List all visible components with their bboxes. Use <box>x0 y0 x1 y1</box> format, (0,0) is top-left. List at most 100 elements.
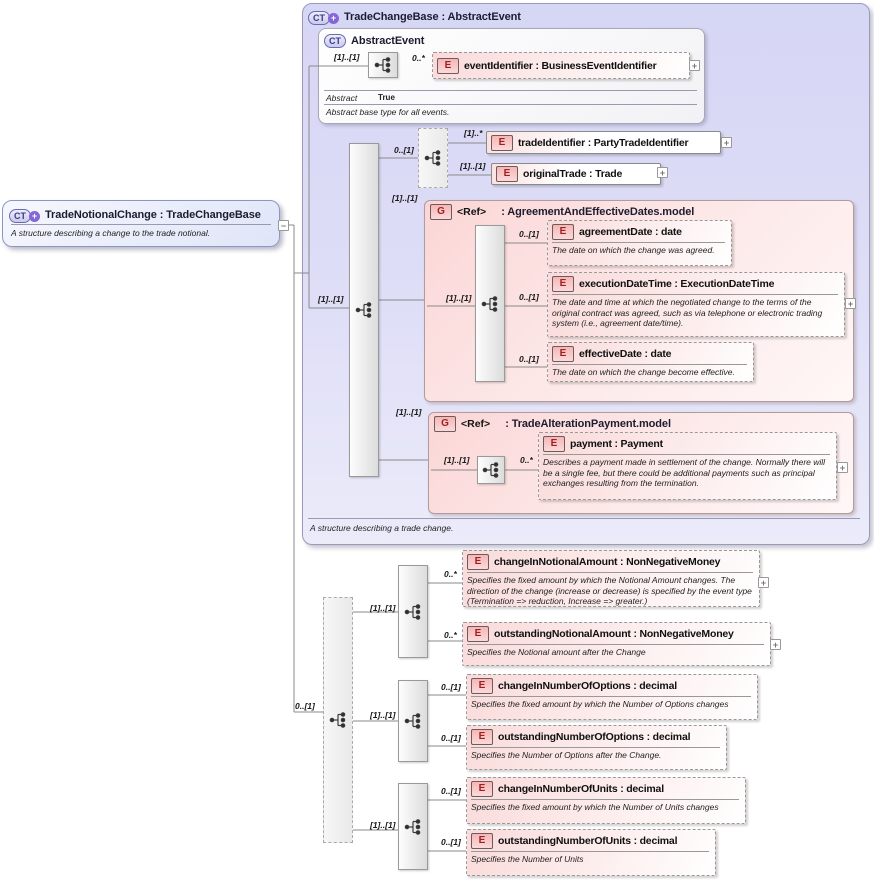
cardinality-label: 0..[1] <box>394 145 414 155</box>
element-icon: E <box>552 224 574 240</box>
expand-handle[interactable]: + <box>721 137 732 148</box>
cardinality-label: 0..* <box>520 455 533 465</box>
element-executionDateTime[interactable]: E executionDateTime : ExecutionDateTime … <box>547 272 845 337</box>
sequence-icon <box>368 52 398 78</box>
cardinality-label: [1]..* <box>464 128 483 138</box>
base-box-title: TradeChangeBase : AbstractEvent <box>344 11 521 23</box>
element-icon: E <box>437 57 459 74</box>
sequence-icon <box>477 456 505 484</box>
group-ref: <Ref> <box>461 418 491 430</box>
cardinality-label: 0..* <box>412 53 425 63</box>
element-originalTrade[interactable]: E originalTrade : Trade <box>491 163 661 185</box>
element-label: eventIdentifier : BusinessEventIdentifie… <box>464 59 657 72</box>
cardinality-label: [1]..[1] <box>318 294 344 304</box>
divider <box>467 644 764 645</box>
element-icon: E <box>471 678 493 694</box>
element-annotation: Specifies the fixed amount by which the … <box>467 575 752 606</box>
element-eventIdentifier[interactable]: E eventIdentifier : BusinessEventIdentif… <box>432 52 690 79</box>
cardinality-label: 0..[1] <box>519 229 539 239</box>
cardinality-label: [1]..[1] <box>334 52 360 62</box>
collapse-handle[interactable]: − <box>278 220 289 231</box>
cardinality-label: [1]..[1] <box>370 710 396 720</box>
cardinality-label: 0..[1] <box>441 733 461 743</box>
complex-type-box-TradeNotionalChange[interactable]: CT+ TradeNotionalChange : TradeChangeBas… <box>2 200 280 247</box>
divider <box>552 364 747 365</box>
cardinality-label: 0..* <box>444 569 457 579</box>
element-label: originalTrade : Trade <box>523 168 623 180</box>
cardinality-label: 0..[1] <box>441 786 461 796</box>
group-ref: <Ref> <box>457 206 487 218</box>
divider <box>552 294 838 295</box>
element-label: changeInNumberOfUnits : decimal <box>498 783 664 795</box>
element-annotation: Specifies the fixed amount by which the … <box>471 699 729 709</box>
element-label: changeInNotionalAmount : NonNegativeMone… <box>494 556 721 568</box>
cardinality-label: 0..[1] <box>441 682 461 692</box>
element-annotation: The date on which the change become effe… <box>552 367 735 377</box>
cardinality-label: [1]..[1] <box>444 455 470 465</box>
cardinality-label: [1]..[1] <box>392 193 418 203</box>
element-outstandingNumberOfUnits[interactable]: E outstandingNumberOfUnits : decimal Spe… <box>466 829 716 876</box>
element-label: outstandingNumberOfUnits : decimal <box>498 835 678 847</box>
element-effectiveDate[interactable]: E effectiveDate : date The date on which… <box>547 342 754 382</box>
abstract-event-title: AbstractEvent <box>351 35 425 47</box>
sequence-icon <box>398 783 428 870</box>
expand-handle[interactable]: + <box>837 462 848 473</box>
element-label: effectiveDate : date <box>579 348 672 360</box>
divider <box>471 747 720 748</box>
complex-type-icon: CT+ <box>9 206 40 224</box>
element-payment[interactable]: E payment : Payment Describes a payment … <box>538 432 837 500</box>
element-label: agreementDate : date <box>579 226 682 238</box>
element-annotation: Specifies the Notional amount after the … <box>467 647 646 657</box>
divider <box>467 572 753 573</box>
sequence-icon <box>349 143 379 477</box>
element-agreementDate[interactable]: E agreementDate : date The date on which… <box>547 220 732 266</box>
divider <box>324 104 697 105</box>
cardinality-label: [1]..[1] <box>370 820 396 830</box>
element-changeInNumberOfOptions[interactable]: E changeInNumberOfOptions : decimal Spec… <box>466 674 758 720</box>
element-icon: E <box>471 833 493 849</box>
divider <box>543 454 830 455</box>
group-title: : TradeAlterationPayment.model <box>505 418 671 430</box>
group-icon: G <box>430 204 452 220</box>
element-label: tradeIdentifier : PartyTradeIdentifier <box>518 136 689 149</box>
complex-type-icon: CT <box>324 34 346 48</box>
element-annotation: Specifies the fixed amount by which the … <box>471 802 719 812</box>
property-value: True <box>378 93 395 102</box>
divider <box>552 242 725 243</box>
element-icon: E <box>552 276 574 292</box>
cardinality-label: 0..[1] <box>519 354 539 364</box>
expand-handle[interactable]: + <box>770 639 781 650</box>
element-icon: E <box>471 781 493 797</box>
divider <box>471 851 709 852</box>
element-annotation: The date and time at which the negotiate… <box>552 297 823 328</box>
cardinality-label: 0..[1] <box>519 292 539 302</box>
root-annotation: A structure describing a change to the t… <box>11 228 211 238</box>
cardinality-label: [1]..[1] <box>460 161 486 171</box>
element-label: changeInNumberOfOptions : decimal <box>498 680 677 692</box>
element-annotation: The date on which the change was agreed. <box>552 245 715 255</box>
cardinality-label: 0..* <box>444 630 457 640</box>
element-icon: E <box>467 626 489 642</box>
expand-handle[interactable]: + <box>689 60 700 71</box>
expand-handle[interactable]: + <box>845 298 856 309</box>
element-tradeIdentifier[interactable]: E tradeIdentifier : PartyTradeIdentifier <box>486 131 721 154</box>
divider <box>471 696 751 697</box>
element-outstandingNotionalAmount[interactable]: E outstandingNotionalAmount : NonNegativ… <box>462 622 771 666</box>
cardinality-label: 0..[1] <box>295 701 315 711</box>
element-label: payment : Payment <box>570 438 663 450</box>
element-changeInNumberOfUnits[interactable]: E changeInNumberOfUnits : decimal Specif… <box>466 777 746 824</box>
divider <box>11 224 271 225</box>
sequence-icon <box>398 565 428 658</box>
element-outstandingNumberOfOptions[interactable]: E outstandingNumberOfOptions : decimal S… <box>466 725 727 770</box>
element-icon: E <box>552 346 574 362</box>
expand-handle[interactable]: + <box>758 577 769 588</box>
element-icon: E <box>467 554 489 570</box>
element-annotation: Specifies the Number of Options after th… <box>471 750 662 760</box>
cardinality-label: 0..[1] <box>441 837 461 847</box>
expand-handle[interactable]: + <box>657 167 668 178</box>
element-label: outstandingNotionalAmount : NonNegativeM… <box>494 628 734 640</box>
group-icon: G <box>434 416 456 432</box>
cardinality-label: [1]..[1] <box>396 407 422 417</box>
element-icon: E <box>471 729 493 745</box>
element-changeInNotionalAmount[interactable]: E changeInNotionalAmount : NonNegativeMo… <box>462 550 760 607</box>
